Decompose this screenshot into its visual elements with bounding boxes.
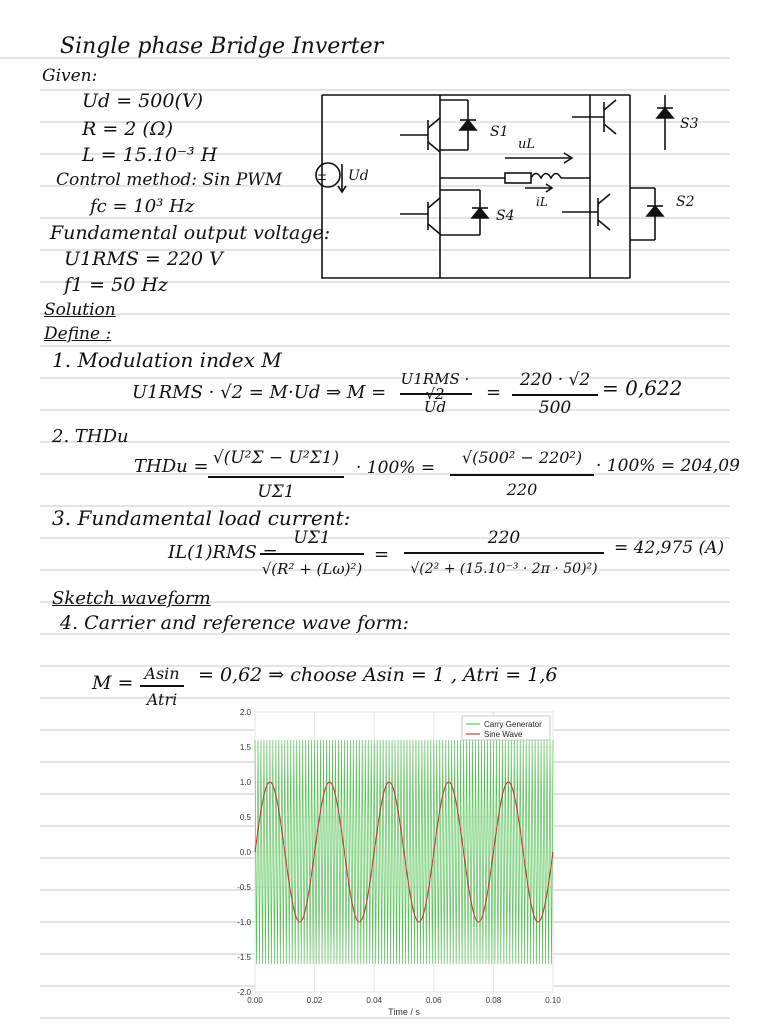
y-tick-label: 0.0: [240, 848, 252, 857]
eq2-den2: 220: [506, 480, 538, 499]
eq2-bar2: [450, 474, 594, 476]
x-tick-label: 0.04: [366, 996, 382, 1005]
y-tick-label: 1.5: [240, 743, 252, 752]
switch-s2-label: S2: [676, 194, 695, 210]
eq4-bar: [140, 685, 184, 687]
ul-label: uL: [518, 137, 535, 152]
step4-heading: 4. Carrier and reference wave form:: [60, 612, 410, 634]
eq3-equals: =: [374, 544, 390, 565]
solution-heading: Solution: [44, 300, 116, 320]
switch-s3-label: S3: [680, 116, 699, 132]
page-title: Single phase Bridge Inverter: [60, 34, 384, 59]
y-tick-label: -1.0: [237, 918, 251, 927]
legend-box: [461, 715, 551, 741]
given-r: R = 2 (Ω): [82, 118, 174, 140]
y-tick-label: 2.0: [240, 708, 252, 717]
x-tick-label: 0.06: [426, 996, 442, 1005]
pwm-chart: 2.0 1.5 1.0 0.5 0.0 -0.5 -1.0 -1.5 -2.0 0.00 0.02…: [237, 708, 561, 1017]
eq4-num: Asin: [144, 664, 180, 683]
given-f1: f1 = 50 Hz: [64, 274, 168, 296]
eq1-bar2: [512, 394, 598, 396]
given-fc: fc = 10³ Hz: [90, 196, 195, 217]
y-tick-label: -0.5: [237, 883, 251, 892]
y-tick-label: 0.5: [240, 813, 252, 822]
eq1-den1: Ud: [423, 398, 447, 416]
eq2-num1: √(U²Σ − U²Σ1): [212, 448, 340, 468]
eq3-num1: UΣ1: [293, 528, 331, 548]
given-ud: Ud = 500(V): [82, 90, 203, 112]
eq2-num2: √(500² − 220²): [461, 448, 583, 467]
step3-heading: 3. Fundamental load current:: [52, 506, 351, 530]
eq2-den1: UΣ1: [257, 482, 295, 502]
x-tick-label: 0.10: [545, 996, 561, 1005]
eq2-bar1: [208, 476, 344, 478]
switch-s4-label: S4: [496, 208, 515, 224]
eq1-den2: 500: [538, 398, 572, 418]
eq1-left: U1RMS · √2 = M·Ud ⇒ M =: [132, 382, 387, 403]
eq3-left: IL(1)RMS =: [168, 542, 278, 563]
eq3-result: = 42,975 (A): [614, 538, 725, 558]
eq3-den2: √(2² + (15.10⁻³ · 2π · 50)²): [410, 561, 598, 577]
eq2-left: THDu =: [134, 456, 209, 477]
bottom-rail: [321, 95, 630, 279]
eq3-bar1: [260, 553, 364, 555]
inverter-circuit: ± Ud S1 uL iL S4 S3 S2: [315, 94, 699, 279]
eq1-result: = 0,622: [602, 376, 683, 400]
source-label: Ud: [348, 168, 369, 184]
eq1-bar1: [400, 393, 472, 395]
eq1-equals: =: [486, 382, 502, 403]
step2-heading: 2. THDu: [52, 426, 129, 447]
eq2-mid: · 100% =: [356, 458, 436, 478]
y-tick-label: -1.5: [237, 953, 251, 962]
series-line-0: [254, 739, 554, 965]
legend-label: Sine Wave: [484, 730, 523, 739]
given-l: L = 15.10⁻³ H: [82, 144, 218, 166]
il-label: iL: [536, 195, 548, 209]
fundamental-label: Fundamental output voltage:: [50, 222, 331, 244]
eq2-result: · 100% = 204,09: [596, 456, 740, 476]
given-u1rms: U1RMS = 220 V: [64, 248, 223, 270]
given-control: Control method: Sin PWM: [56, 170, 283, 190]
series-line-1: [254, 781, 554, 923]
x-tick-label: 0.08: [486, 996, 502, 1005]
eq3-bar2: [404, 552, 604, 554]
eq4-right: = 0,62 ⇒ choose Asin = 1 , Atri = 1,6: [198, 664, 558, 686]
eq4-left: M =: [92, 672, 134, 694]
switch-s1-label: S1: [490, 124, 509, 140]
legend-label: Carry Generator: [484, 720, 542, 729]
eq3-num2: 220: [487, 528, 521, 548]
source-polarity-icon: ±: [317, 169, 327, 183]
sketch-heading: Sketch waveform: [52, 588, 211, 609]
x-tick-label: 0.00: [247, 996, 263, 1005]
eq3-den1: √(R² + (Lω)²): [261, 560, 363, 578]
eq4-den: Atri: [146, 690, 178, 709]
y-tick-label: 1.0: [240, 778, 252, 787]
x-tick-label: 0.02: [307, 996, 323, 1005]
given-label: Given:: [42, 66, 98, 86]
y-tick-label: -2.0: [237, 988, 251, 997]
x-axis-label: Time / s: [388, 1007, 420, 1017]
define-heading: Define :: [44, 324, 112, 344]
step1-heading: 1. Modulation index M: [52, 348, 282, 372]
eq1-num2: 220 · √2: [519, 370, 591, 390]
